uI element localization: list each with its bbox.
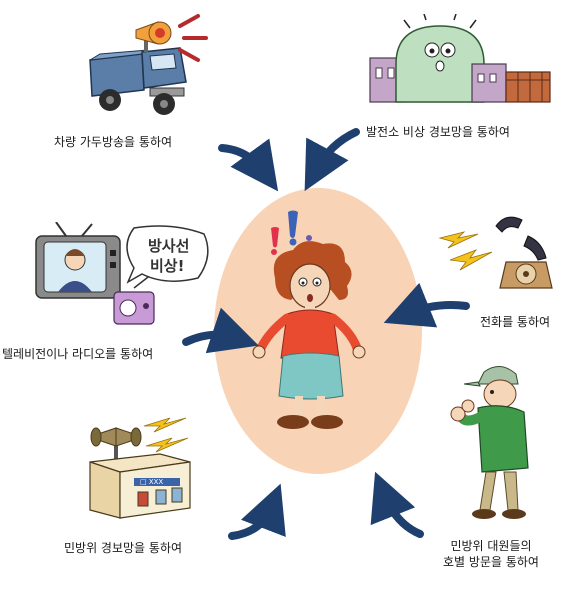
tv-radio-illustration <box>30 222 210 332</box>
power-plant-label: 발전소 비상 경보망을 통하여 <box>366 125 510 139</box>
arrow-bottom-left <box>228 483 286 540</box>
siren-icon <box>90 427 142 462</box>
worker-illustration <box>448 364 532 522</box>
lightning-icon <box>438 231 493 271</box>
sound-wave-icon <box>178 14 208 62</box>
visit-label: 민방위 대원들의 호별 방문을 통하여 <box>424 538 558 570</box>
arrow-top-right <box>304 128 360 192</box>
lightning-icon <box>143 417 189 453</box>
civil-alarm-label: 민방위 경보망을 통하여 <box>64 541 183 555</box>
building-sign: □ XXX <box>140 478 164 486</box>
telephone-icon <box>495 216 553 289</box>
power-plant-illustration <box>366 14 556 112</box>
civil-defense-worker-icon <box>450 366 529 519</box>
tv-radio-label: 텔레비전이나 라디오를 통하여 <box>2 347 154 361</box>
alarm-building-illustration <box>84 416 204 526</box>
center-illustration <box>213 186 423 476</box>
building-icon <box>89 453 191 519</box>
visit-label-line2: 호별 방문을 통하여 <box>443 555 539 569</box>
bubble-line1: 방사선 <box>148 237 190 255</box>
visit-label-line1: 민방위 대원들의 <box>450 539 532 553</box>
exclamation-marks <box>271 210 312 255</box>
woman-figure <box>252 241 366 429</box>
television-icon <box>35 222 121 299</box>
arrow-top-left <box>218 138 279 192</box>
truck-icon <box>89 21 187 115</box>
truck-illustration <box>80 8 220 123</box>
speech-bubble <box>126 225 209 284</box>
phone-label: 전화를 통하여 <box>480 315 551 329</box>
arrow-bottom-right <box>370 471 424 538</box>
phone-illustration <box>436 214 558 298</box>
bubble-line2: 비상! <box>150 257 185 275</box>
vehicle-broadcast-label: 차량 가두방송을 통하여 <box>54 135 173 149</box>
power-plant-icon <box>369 14 551 103</box>
